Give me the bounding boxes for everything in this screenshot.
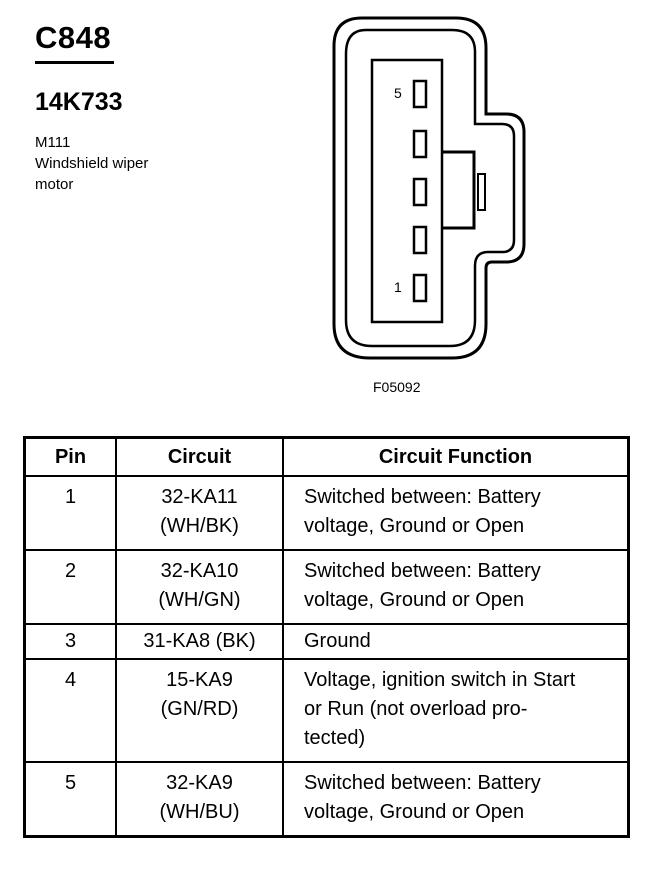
table-row: 5 32-KA9 (WH/BU) Switched between: Batte… (23, 761, 630, 838)
header-pin: Pin (23, 436, 117, 477)
circuit-code: 15-KA9 (166, 669, 233, 691)
pin-number: 1 (23, 475, 117, 551)
circuit-cell: 32-KA10 (WH/GN) (115, 549, 284, 625)
table-row: 2 32-KA10 (WH/GN) Switched between: Batt… (23, 549, 630, 625)
connector-face-diagram: 5 1 (332, 16, 526, 360)
circuit-cell: 15-KA9 (GN/RD) (115, 658, 284, 763)
circuit-code: 32-KA9 (166, 772, 233, 794)
function-cell: Voltage, ignition switch in Start or Run… (282, 658, 630, 763)
pin-number: 2 (23, 549, 117, 625)
description-line-1: Windshield wiper (35, 155, 149, 172)
pin-3-terminal (412, 177, 428, 207)
title-underline (35, 61, 114, 64)
circuit-cell: 31-KA8 (BK) (115, 623, 284, 660)
connector-inner-shell (344, 28, 516, 348)
function-line: Ground (304, 630, 371, 652)
function-cell: Switched between: Battery voltage, Groun… (282, 761, 630, 838)
pin-number: 5 (23, 761, 117, 838)
circuit-color: (WH/BU) (159, 801, 240, 823)
pin-5-terminal (412, 79, 428, 109)
connector-id: C848 (35, 20, 112, 55)
header-circuit-function: Circuit Function (282, 436, 630, 477)
pin-number: 3 (23, 623, 117, 660)
table-header-row: Pin Circuit Circuit Function (23, 436, 630, 477)
part-number: 14K733 (35, 88, 123, 116)
function-line: tected) (304, 727, 366, 749)
function-line: or Run (not overload pro- (304, 698, 528, 720)
table-row: 1 32-KA11 (WH/BK) Switched between: Batt… (23, 475, 630, 551)
function-line: voltage, Ground or Open (304, 801, 525, 823)
connector-outer-shell (332, 16, 526, 360)
pinout-table: Pin Circuit Circuit Function 1 32-KA11 (… (23, 436, 630, 838)
locking-tab (442, 150, 476, 230)
circuit-code: 32-KA11 (161, 486, 238, 508)
pin-2-terminal (412, 225, 428, 255)
pin-5-label: 5 (394, 85, 402, 101)
pin-cavity-block (370, 58, 444, 324)
description-line-2: motor (35, 176, 74, 193)
function-line: Voltage, ignition switch in Start (304, 669, 576, 691)
function-cell: Ground (282, 623, 630, 660)
figure-id: F05092 (373, 379, 421, 395)
pin-1-terminal (412, 273, 428, 303)
pin-4-terminal (412, 129, 428, 159)
locking-tab-end (477, 173, 486, 211)
pin-1-label: 1 (394, 279, 402, 295)
function-cell: Switched between: Battery voltage, Groun… (282, 475, 630, 551)
function-line: voltage, Ground or Open (304, 589, 525, 611)
location-code: M111 (35, 134, 71, 151)
circuit-code: 31-KA8 (BK) (143, 630, 256, 652)
table-row: 3 31-KA8 (BK) Ground (23, 623, 630, 660)
circuit-cell: 32-KA11 (WH/BK) (115, 475, 284, 551)
function-cell: Switched between: Battery voltage, Groun… (282, 549, 630, 625)
function-line: voltage, Ground or Open (304, 515, 525, 537)
circuit-color: (WH/GN) (158, 589, 241, 611)
function-line: Switched between: Battery (304, 560, 541, 582)
pin-number: 4 (23, 658, 117, 763)
circuit-cell: 32-KA9 (WH/BU) (115, 761, 284, 838)
function-line: Switched between: Battery (304, 772, 541, 794)
table-row: 4 15-KA9 (GN/RD) Voltage, ignition switc… (23, 658, 630, 763)
function-line: Switched between: Battery (304, 486, 541, 508)
header-circuit: Circuit (115, 436, 284, 477)
circuit-color: (WH/BK) (160, 515, 239, 537)
circuit-color: (GN/RD) (160, 698, 239, 720)
circuit-code: 32-KA10 (160, 560, 239, 582)
